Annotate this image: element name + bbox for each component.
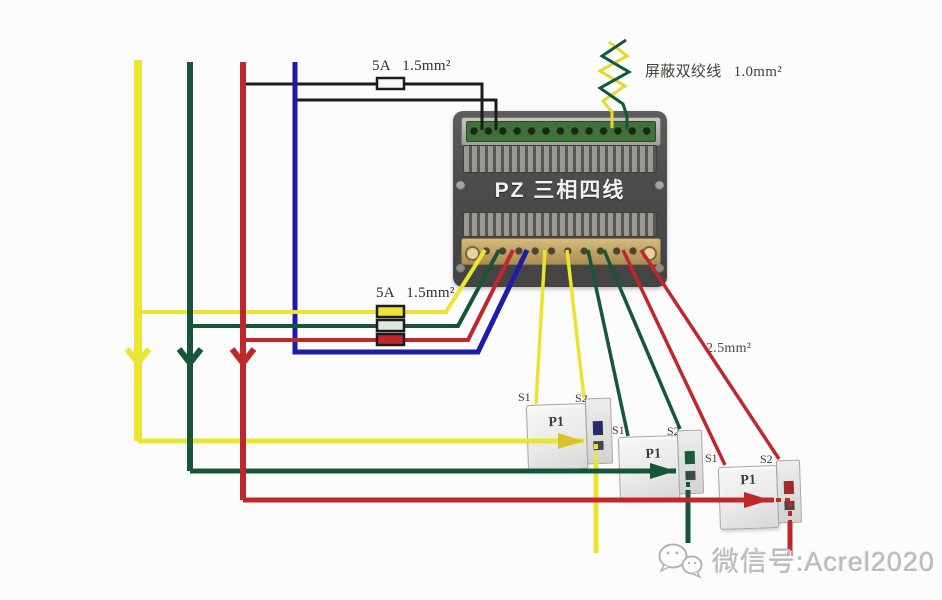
watermark: 微信号:Acrel2020 <box>656 540 935 579</box>
ct-c-s1-label: S1 <box>705 451 718 465</box>
ct-b-terminal-face <box>676 429 705 495</box>
ct-a-terminal-mark <box>593 440 604 451</box>
aux-power-wire-live <box>243 82 484 130</box>
ct-c-terminal-mark <box>783 480 795 495</box>
phase-b-direction-arrow <box>176 347 204 368</box>
meter-top-terminal-frame <box>461 117 661 146</box>
ct-c-body: P1 <box>717 464 780 531</box>
ct-a-terminal-mark <box>592 420 604 436</box>
meter-model-label: PZ 三相四线 <box>494 179 626 202</box>
ct-b-terminal-mark <box>684 450 696 465</box>
meter-bottom-terminal-strip <box>461 238 661 265</box>
ct-c-terminal-mark <box>784 500 795 511</box>
wechat-icon <box>658 543 703 579</box>
fuse-aux-power <box>375 76 406 91</box>
phase-a-direction-arrow <box>124 347 152 368</box>
terminal-mount-hole-left <box>465 246 480 261</box>
meter-screw <box>655 181 664 190</box>
fuse-phase-a <box>375 304 406 319</box>
power-meter: PZ 三相四线 <box>453 111 667 287</box>
ct-a-body: P1 <box>525 402 589 472</box>
ct-a-s1-label: S1 <box>518 390 531 404</box>
phase-a-voltage-tap <box>138 248 487 314</box>
ct-b-body: P1 <box>617 434 681 502</box>
meter-screw <box>655 264 664 273</box>
meter-terminal-label-plate-bottom <box>463 212 657 237</box>
terminal-mount-hole-right <box>642 246 657 261</box>
fuse-spec-label-top: 5A 1.5mm² <box>372 58 451 74</box>
ct-b-p1-label: P1 <box>645 446 662 463</box>
ct-a-terminal-face <box>584 397 614 465</box>
fuse-phase-b <box>375 318 406 333</box>
ct-b-s1-label: S1 <box>612 423 625 437</box>
meter-screw <box>456 181 465 190</box>
ct-b-terminal-mark <box>685 470 696 481</box>
meter-screw <box>456 264 465 273</box>
watermark-text: 微信号:Acrel2020 <box>712 547 936 577</box>
ct-wire-size-label: 2.5mm² <box>706 341 752 356</box>
ct-c-terminal-face <box>775 459 803 524</box>
ct-a-p1-label: P1 <box>548 414 565 431</box>
fuse-spec-label-bottom: 5A 1.5mm² <box>376 285 455 301</box>
fuse-phase-c <box>375 332 406 347</box>
meter-top-terminal-block <box>466 121 656 142</box>
meter-terminal-label-plate-top <box>463 145 657 173</box>
phase-c-direction-arrow <box>229 347 257 368</box>
shielded-pair-label: 屏蔽双绞线 1.0mm² <box>645 64 783 80</box>
ct-c-p1-label: P1 <box>740 472 757 489</box>
